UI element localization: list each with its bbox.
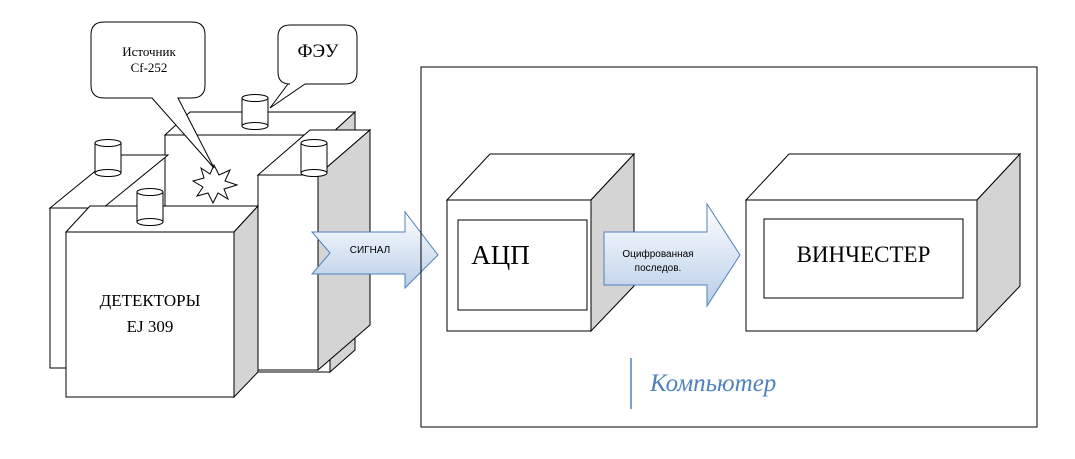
hdd-label: ВИНЧЕСТЕР (796, 242, 931, 267)
digitized-arrow-line1: Оцифрованная (622, 249, 694, 260)
source-callout-bubble (90, 21, 215, 169)
digitized-arrow-label: Оцифрованная последов. (608, 248, 708, 276)
detector-block-front (64, 204, 260, 399)
pmt-cylinder-front (136, 188, 164, 226)
pmt-cylinder-top (241, 94, 269, 130)
pmt-callout-text: ФЭУ (297, 41, 339, 62)
adc-label: АЦП (471, 240, 530, 270)
detectors-label: ДЕТЕКТОРЫ EJ 309 (66, 288, 234, 340)
source-callout-text: Источник Cf-252 (104, 44, 194, 76)
pmt-callout-bubble (269, 24, 358, 109)
source-callout-line1: Источник (122, 44, 176, 59)
computer-frame (420, 66, 1038, 428)
detectors-label-line1: ДЕТЕКТОРЫ (99, 291, 201, 310)
detectors-label-line2: EJ 309 (126, 317, 174, 336)
signal-arrow (310, 210, 439, 290)
signal-arrow-label: СИГНАЛ (349, 245, 391, 256)
source-callout-line2: Cf-252 (130, 60, 168, 75)
source-burst-icon (191, 163, 239, 205)
pmt-cylinder-right (300, 139, 328, 177)
pmt-cylinders (94, 94, 328, 226)
hdd-cube (744, 152, 1022, 333)
digitized-arrow (603, 202, 741, 308)
computer-label: Компьютер (650, 370, 777, 397)
digitized-arrow-line2: последов. (634, 263, 682, 274)
adc-cube (445, 152, 636, 333)
pmt-cylinder-left (94, 139, 122, 177)
detector-assembly (48, 110, 372, 399)
